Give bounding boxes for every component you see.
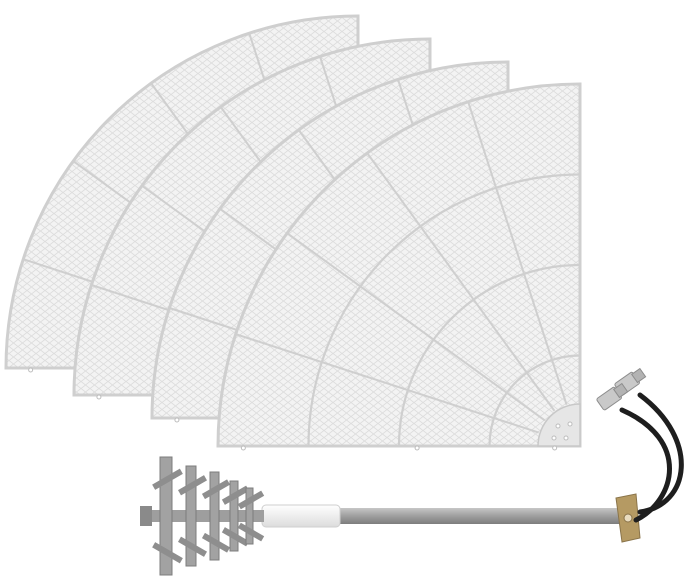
rib-arc (307, 173, 581, 447)
radiator-blade (159, 456, 173, 576)
radiator-fin (178, 475, 207, 496)
radiator-element (152, 456, 183, 576)
radiator-blade (185, 465, 197, 567)
radiator-fin (152, 468, 183, 490)
radiator-element (178, 465, 207, 567)
segment-mesh (218, 84, 580, 446)
radial-spoke (467, 101, 568, 405)
bolt-hole (563, 435, 569, 441)
rivet (414, 445, 420, 451)
radiator-blade (229, 480, 239, 552)
rib-arc (397, 263, 581, 447)
radiator-fin (221, 527, 250, 547)
segment-frame (72, 37, 432, 397)
connector-nut (630, 367, 647, 384)
radiator-fin (237, 522, 265, 542)
radiator-element (237, 487, 265, 545)
reflector-segments (4, 14, 582, 451)
bolt-hole (551, 435, 557, 441)
radiator-fin (178, 536, 207, 557)
coax-pigtail-cables (596, 367, 684, 523)
rib-arc (488, 354, 581, 447)
rivet (240, 445, 246, 451)
boom-tube (335, 508, 620, 524)
insulator-sleeve (261, 504, 341, 528)
radiator-fin (152, 542, 183, 564)
radiator-fin (221, 485, 250, 505)
radial-spoke (366, 152, 556, 412)
reflector-segment-4 (216, 82, 582, 451)
radiator-fin (237, 490, 265, 510)
rivet (96, 394, 102, 400)
radiator-end-cap (140, 506, 152, 526)
radiator-fin (201, 479, 231, 500)
connector-nut (612, 382, 629, 399)
radial-spoke (235, 333, 539, 434)
radiator-blade (209, 471, 220, 561)
radiator-blade (245, 487, 254, 545)
rivet (552, 445, 558, 451)
bracket-hole (623, 513, 633, 523)
segment-frame (150, 60, 510, 420)
segment-frame (4, 14, 360, 370)
rivet (174, 417, 180, 423)
bolt-hole (555, 423, 561, 429)
radiator-element (201, 471, 231, 561)
feed-antenna-assembly (140, 456, 641, 576)
radiator-element (221, 480, 250, 552)
rivet (28, 367, 34, 373)
segment-frame (216, 82, 582, 448)
coax-cable (619, 407, 672, 523)
radiator-fin (201, 532, 231, 553)
radial-spoke (286, 232, 546, 422)
coax-connector (596, 382, 629, 411)
bolt-hole (567, 421, 573, 427)
